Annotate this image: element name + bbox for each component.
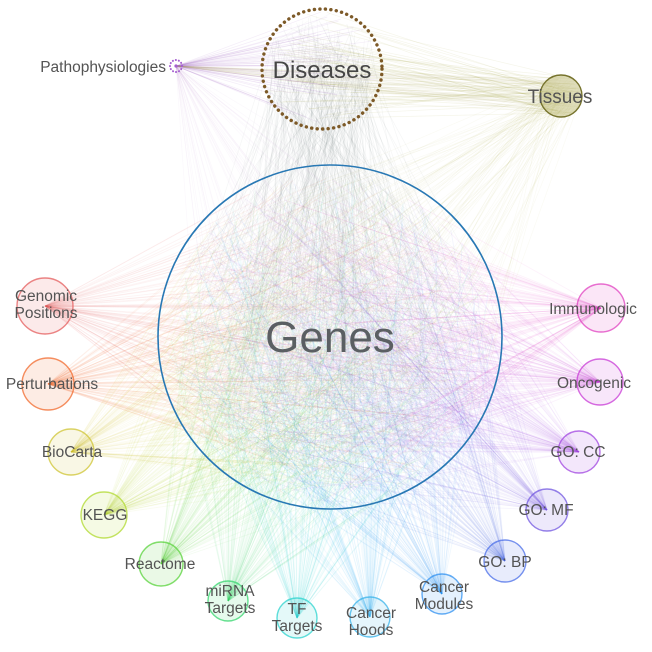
collection-node-go-cc[interactable]	[557, 430, 601, 474]
diseases-node[interactable]	[260, 7, 384, 131]
label-pathophysiologies: Pathophysiologies	[40, 59, 166, 76]
edge-fan-oncogenic	[170, 179, 601, 487]
label-oncogenic: Oncogenic	[557, 375, 631, 392]
edges-pathophysiologies-tissues	[175, 65, 579, 116]
edge-fan-genomic-positions	[44, 178, 475, 495]
collection-node-cancer-hoods[interactable]	[349, 596, 391, 638]
genes-node[interactable]	[157, 164, 503, 510]
label-immunologic: Immunologic	[549, 301, 637, 318]
collection-node-immunologic[interactable]	[576, 283, 626, 333]
edges-diseases-genes	[175, 16, 495, 502]
edge-fan-reactome	[160, 180, 485, 565]
edges-diseases-diseases	[268, 13, 379, 123]
label-go-cc: GO: CC	[550, 444, 605, 461]
collection-node-go-mf[interactable]	[525, 488, 569, 532]
edge-fan-kegg	[103, 179, 492, 516]
collection-node-mirna-targets[interactable]	[207, 580, 249, 622]
edges-pathophysiologies-genes	[175, 65, 489, 476]
collection-node-tf-targets[interactable]	[276, 597, 318, 639]
edge-fan-cancer-modules	[175, 183, 494, 595]
label-diseases: Diseases	[273, 57, 372, 84]
collection-node-biocarta[interactable]	[47, 428, 95, 476]
collection-node-perturbations[interactable]	[21, 357, 75, 411]
edge-layer	[44, 11, 602, 619]
label-genes: Genes	[265, 313, 395, 362]
edge-fan-immunologic	[184, 198, 602, 500]
edge-fan-perturbations	[47, 179, 495, 480]
label-perturbations: Perturbations	[6, 376, 98, 393]
tissues-node[interactable]	[539, 74, 583, 118]
pathophysiologies-node-core	[174, 64, 178, 68]
edge-fan-tf-targets	[176, 174, 489, 619]
edges-diseases-tissues	[269, 12, 580, 119]
edge-fan-biocarta	[70, 185, 483, 488]
label-tissues: Tissues	[528, 87, 593, 108]
collection-node-cancer-modules[interactable]	[421, 573, 463, 615]
edges-tissues-genes	[167, 77, 582, 499]
label-kegg: KEGG	[83, 507, 128, 524]
edge-fan-go-mf	[181, 180, 548, 511]
collection-node-oncogenic[interactable]	[576, 358, 624, 406]
collection-node-go-bp[interactable]	[483, 539, 527, 583]
label-go-bp: GO: BP	[478, 554, 531, 571]
pathophysiologies-node[interactable]	[169, 59, 183, 73]
edge-fan-mirna-targets	[170, 183, 485, 602]
edge-fan-go-bp	[183, 179, 506, 562]
collection-node-genomic-positions[interactable]	[16, 277, 74, 335]
label-biocarta: BioCarta	[42, 444, 103, 461]
collection-node-kegg[interactable]	[80, 491, 128, 539]
label-go-mf: GO: MF	[518, 502, 573, 519]
collection-node-reactome[interactable]	[138, 541, 184, 587]
label-reactome: Reactome	[125, 556, 196, 573]
edge-fan-go-cc	[168, 183, 580, 491]
edge-fan-cancer-hoods	[167, 181, 472, 618]
